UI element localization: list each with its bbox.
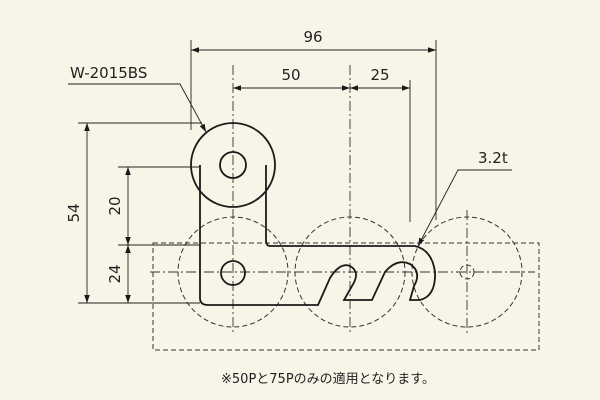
- dimension-upper-height: 20: [106, 166, 200, 246]
- dimension-upper-height-label: 20: [106, 196, 124, 215]
- dimension-overall-height: 54: [65, 122, 202, 304]
- attachment-plate: [199, 165, 436, 306]
- dimension-pitch-b-label: 25: [370, 66, 389, 84]
- dimension-overall-width-label: 96: [303, 28, 322, 46]
- chain-outline: [152, 216, 540, 351]
- footnote: ※50Pと75Pのみの適用となります。: [221, 371, 435, 387]
- dimension-lower-height: 24: [106, 245, 131, 303]
- thickness-label: 3.2t: [478, 149, 508, 167]
- part-label-callout: W-2015BS: [68, 64, 207, 133]
- center-lines: [150, 65, 535, 335]
- dimension-overall-height-label: 54: [65, 203, 83, 222]
- dimension-pitch-b: 25: [350, 66, 411, 222]
- dimension-lower-height-label: 24: [106, 264, 124, 283]
- dimension-pitch-a: 50: [233, 66, 350, 91]
- attachment-lower-hole: [220, 260, 246, 286]
- part-label: W-2015BS: [70, 64, 147, 82]
- thickness-callout: 3.2t: [417, 149, 512, 247]
- attachment-hole: [219, 151, 247, 179]
- attachment-upper-roller: [190, 122, 276, 208]
- chain-link-outline: [152, 242, 540, 351]
- attachment-part: [190, 122, 436, 306]
- dimension-pitch-a-label: 50: [281, 66, 300, 84]
- dimension-overall-width: 96: [190, 28, 437, 220]
